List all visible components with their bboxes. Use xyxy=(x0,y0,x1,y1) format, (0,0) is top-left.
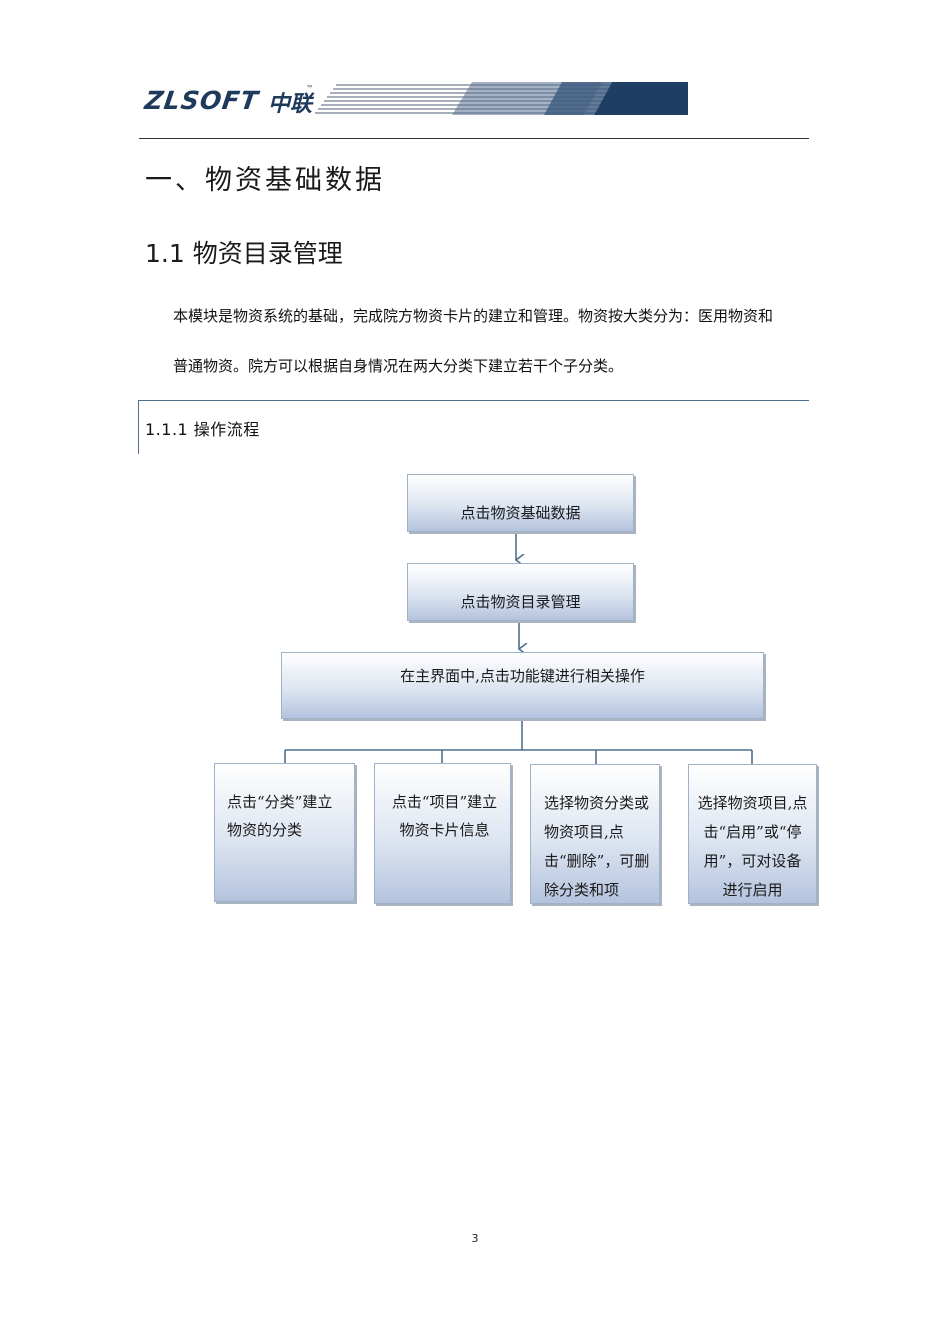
zlsoft-logo-chinese: 中联 xyxy=(268,92,313,117)
flow-step-basic-data: 点击物资基础数据 xyxy=(407,474,634,532)
subsection-border-top xyxy=(139,400,809,401)
page-number: 3 xyxy=(471,1232,479,1245)
header-divider xyxy=(139,138,809,139)
trademark-symbol: ™ xyxy=(306,84,314,93)
flow-leaf-create-category: 点击“分类”建立物资的分类 xyxy=(214,763,355,902)
intro-paragraph-line-2: 普通物资。院方可以根据自身情况在两大分类下建立若干个子分类。 xyxy=(173,357,624,375)
section-title: 1.1 物资目录管理 xyxy=(145,239,343,268)
flow-step-main-interface: 在主界面中,点击功能键进行相关操作 xyxy=(281,652,764,719)
intro-paragraph-line-1: 本模块是物资系统的基础，完成院方物资卡片的建立和管理。物资按大类分为：医用物资和 xyxy=(173,307,774,325)
zlsoft-logo-text: ZLSOFT xyxy=(142,86,261,115)
flow-step-catalog-management: 点击物资目录管理 xyxy=(407,563,634,621)
flow-leaf-enable-disable: 选择物资项目,点击“启用”或“停用”，可对设备进行启用 xyxy=(688,764,817,904)
flow-leaf-create-item: 点击“项目”建立物资卡片信息 xyxy=(374,763,511,904)
chapter-title: 一、物资基础数据 xyxy=(145,165,385,196)
logo-stripes-graphic xyxy=(312,82,688,115)
flow-leaf-delete: 选择物资分类或物资项目,点击“删除”，可删除分类和项 xyxy=(530,764,660,904)
subsection-border-left xyxy=(138,400,139,454)
subsection-title: 1.1.1 操作流程 xyxy=(145,420,260,439)
